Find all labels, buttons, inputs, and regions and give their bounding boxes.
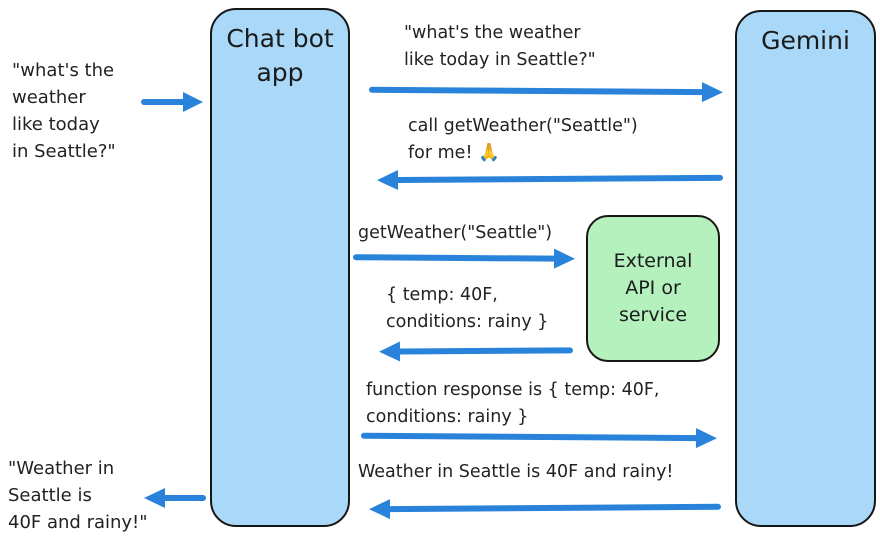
actor-gemini-box: Gemini [735,10,876,527]
message-function-response: function response is { temp: 40F, condit… [366,380,660,427]
arrow-chatbot-to-gemini-function-response [361,428,717,449]
arrow-chatbot-to-external-api [353,248,575,269]
arrow-chatbot-to-user [144,488,206,508]
message-api-response: { temp: 40F, conditions: rainy } [386,285,549,332]
actor-gemini-label: Gemini [761,26,850,55]
arrow-chatbot-to-gemini-request [369,82,723,103]
arrow-gemini-to-chatbot-function-call [377,170,723,191]
user-input-text: "what's the weather like today in Seattl… [12,60,116,162]
message-api-call: getWeather("Seattle") [358,223,553,243]
arrow-gemini-to-chatbot-final-answer [369,499,721,520]
external-api-box: External API or service [586,215,720,362]
message-final-answer: Weather in Seattle is 40F and rainy! [358,462,674,482]
user-output-text: "Weather in Seattle is 40F and rainy!" [8,458,148,533]
external-api-label: External API or service [613,250,693,326]
message-function-call-request: call getWeather("Seattle") for me! 🙏 [408,116,638,163]
actor-chatbot-label: Chat bot app [226,24,334,87]
message-request-to-gemini: "what's the weather like today in Seattl… [404,23,596,70]
arrow-user-to-chatbot [141,92,203,112]
actor-chatbot-box: Chat bot app [210,8,350,527]
arrow-external-to-chatbot-response [379,341,573,362]
